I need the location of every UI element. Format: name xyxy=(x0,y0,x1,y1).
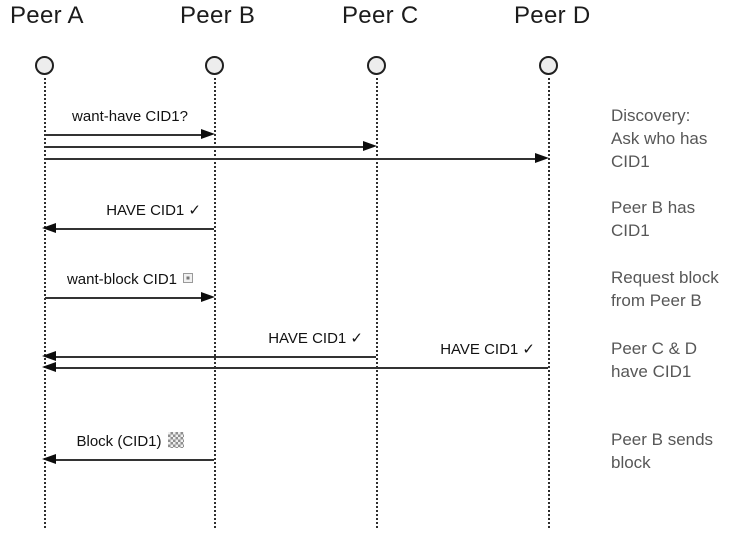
annotation-note: Request block from Peer B xyxy=(611,266,719,312)
message-arrow-line xyxy=(45,158,538,160)
lifeline-peer-d xyxy=(548,78,550,528)
lifeline-peer-b xyxy=(214,78,216,528)
message-label-text: HAVE CID1 ✓ xyxy=(268,330,363,347)
peer-head-circle-peer-d xyxy=(539,56,558,75)
message-arrowhead xyxy=(42,454,56,464)
message-label-text: want-block CID1 xyxy=(66,271,178,288)
peer-title-peer-b: Peer B xyxy=(180,2,256,29)
peer-title-peer-c: Peer C xyxy=(342,2,419,29)
message-arrow-line xyxy=(45,134,204,136)
message-label: Block (CID1) xyxy=(45,432,215,452)
message-label-text: Block (CID1) xyxy=(76,433,162,450)
message-label-text: HAVE CID1 ✓ xyxy=(106,202,201,219)
annotation-line: Peer C & D xyxy=(611,339,697,358)
message-label-text: want-have CID1? xyxy=(72,108,188,125)
peer-head-circle-peer-c xyxy=(367,56,386,75)
message-arrow-line xyxy=(45,146,366,148)
lifeline-peer-c xyxy=(376,78,378,528)
annotation-line: Peer B sends xyxy=(611,430,714,449)
lifeline-peer-a xyxy=(44,78,46,528)
annotation-line: CID1 xyxy=(611,221,650,240)
message-label-text: HAVE CID1 ✓ xyxy=(440,341,535,358)
message-arrowhead xyxy=(42,351,56,361)
annotation-line: Ask who has xyxy=(611,129,708,148)
annotation-line: Discovery: xyxy=(611,106,691,125)
peer-head-circle-peer-b xyxy=(205,56,224,75)
peer-title-peer-d: Peer D xyxy=(514,2,591,29)
peer-title-peer-a: Peer A xyxy=(10,2,84,29)
message-arrow-line xyxy=(55,367,548,369)
annotation-line: from Peer B xyxy=(611,291,702,310)
message-arrow-line xyxy=(55,228,214,230)
message-label: HAVE CID1 ✓ xyxy=(45,329,363,349)
annotation-line: Request block xyxy=(611,268,719,287)
message-arrowhead xyxy=(363,141,377,151)
message-label: want-have CID1? xyxy=(45,107,215,127)
message-arrowhead xyxy=(535,153,549,163)
annotation-line: have CID1 xyxy=(611,362,692,381)
annotation-line: Peer B has xyxy=(611,198,696,217)
peer-head-circle-peer-a xyxy=(35,56,54,75)
annotation-note: Peer C & D have CID1 xyxy=(611,337,697,383)
annotation-line: block xyxy=(611,453,651,472)
message-label: HAVE CID1 ✓ xyxy=(45,340,535,360)
message-arrow-line xyxy=(45,297,204,299)
message-arrowhead xyxy=(201,292,215,302)
outline-square-icon xyxy=(183,273,194,283)
message-arrowhead xyxy=(42,223,56,233)
message-arrowhead xyxy=(42,362,56,372)
message-arrow-line xyxy=(55,356,376,358)
annotation-line: CID1 xyxy=(611,152,650,171)
message-arrowhead xyxy=(201,129,215,139)
message-label: want-block CID1 xyxy=(45,270,215,290)
message-label: HAVE CID1 ✓ xyxy=(45,201,201,221)
annotation-note: Peer B sends block xyxy=(611,428,713,474)
checker-square-icon xyxy=(167,432,184,448)
message-arrow-line xyxy=(55,459,214,461)
